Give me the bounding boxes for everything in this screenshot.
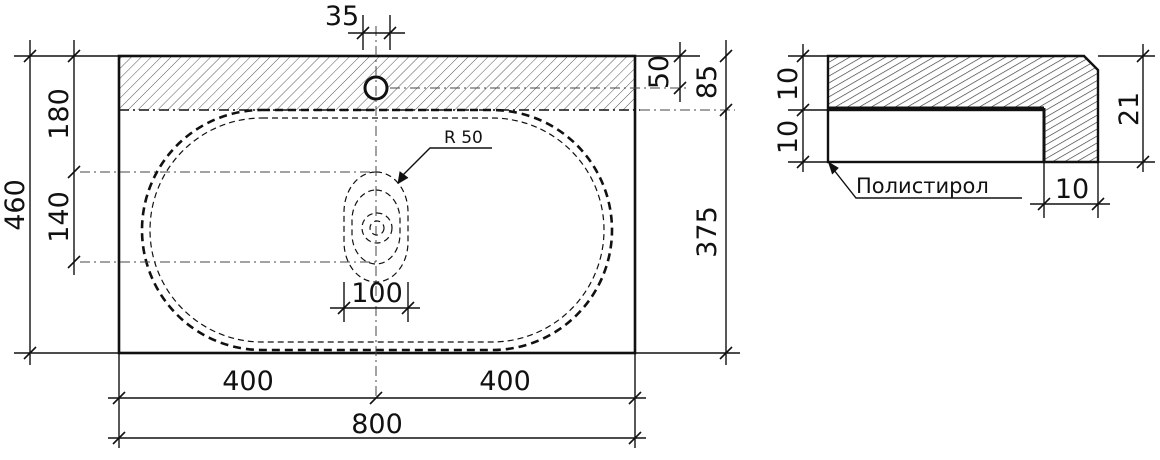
drain-hole bbox=[361, 212, 393, 244]
dim-top-thickness-label: 10 bbox=[773, 67, 804, 101]
dim-400-right-label: 400 bbox=[479, 366, 531, 397]
material-label: Полистирол bbox=[856, 174, 989, 198]
dim-85-label: 85 bbox=[692, 65, 723, 99]
dim-400-left-label: 400 bbox=[222, 366, 274, 397]
radius-leader: R 50 bbox=[397, 128, 492, 185]
dim-375-label: 375 bbox=[692, 206, 723, 258]
dimension-21: 21 bbox=[1098, 44, 1155, 172]
dimension-section-left: 10 10 bbox=[773, 44, 828, 172]
dim-wall-label: 10 bbox=[1055, 174, 1089, 205]
section-view bbox=[826, 54, 1100, 164]
dim-50-label: 50 bbox=[644, 55, 675, 89]
dimension-wall: 10 bbox=[1030, 162, 1110, 218]
dimension-375: 375 bbox=[635, 110, 740, 365]
plan-view bbox=[80, 26, 735, 400]
bowl-inner bbox=[149, 117, 605, 343]
sink-outline bbox=[117, 54, 637, 355]
dim-bottom-thickness-label: 10 bbox=[773, 120, 804, 154]
dim-21-label: 21 bbox=[1114, 92, 1145, 126]
dimension-180-140: 180 140 bbox=[44, 40, 81, 275]
polystyrene-core bbox=[826, 108, 1046, 164]
material-leader: Полистирол bbox=[827, 161, 1022, 199]
dim-180-label: 180 bbox=[44, 88, 75, 140]
dimension-bottom: 400 400 800 bbox=[108, 353, 646, 448]
dim-35-label: 35 bbox=[325, 1, 359, 32]
dim-140-label: 140 bbox=[44, 191, 75, 243]
dimension-35: 35 bbox=[325, 1, 405, 50]
dim-100-label: 100 bbox=[351, 278, 403, 309]
radius-label: R 50 bbox=[444, 128, 483, 148]
dim-460-label: 460 bbox=[0, 179, 31, 231]
dim-800-label: 800 bbox=[351, 409, 403, 440]
dimension-50-85: 50 85 bbox=[635, 40, 733, 120]
bowl-outer bbox=[140, 108, 614, 352]
dimension-460: 460 bbox=[0, 40, 119, 365]
dimension-100: 100 bbox=[330, 278, 420, 322]
